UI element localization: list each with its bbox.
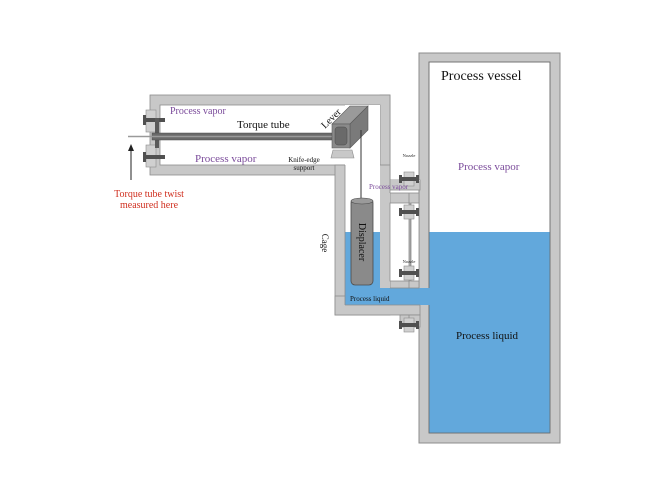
flange-cage-top	[399, 204, 419, 220]
process-vessel-label: Process vessel	[441, 69, 522, 84]
twist-label-1: Torque tube twist	[114, 189, 184, 200]
flange-upper-nozzle	[399, 171, 419, 187]
twist-label-2: measured here	[120, 200, 179, 211]
twist-arrow	[128, 144, 134, 180]
knife-edge-support	[330, 149, 355, 159]
flange-cage-bottom	[399, 317, 419, 333]
nozzle-upper-label: Nozzle	[403, 153, 416, 158]
flange-lower-nozzle	[399, 265, 419, 281]
cage-liquid-label: Process liquid	[350, 295, 390, 303]
process-vessel	[418, 52, 561, 444]
knife-edge-label-2: support	[294, 164, 315, 172]
nozzle-lower-label: Nozzle	[403, 259, 416, 264]
cage-label: Cage	[320, 234, 330, 253]
pipe-vapor-label: Process vapor	[369, 183, 409, 191]
knife-edge-label-1: Knife-edge	[288, 156, 319, 164]
displacer-label: Displacer	[356, 223, 367, 262]
vessel-liquid	[429, 232, 550, 433]
cage-vapor-top-label: Process vapor	[170, 106, 226, 117]
torque-tube-label: Torque tube	[237, 119, 290, 131]
vessel-liquid-label: Process liquid	[456, 330, 519, 342]
torque-tube	[128, 132, 333, 141]
lever	[331, 105, 369, 149]
cage-vapor-bottom-label: Process vapor	[195, 153, 257, 165]
vessel-vapor-label: Process vapor	[458, 161, 520, 173]
displacer	[350, 197, 374, 286]
